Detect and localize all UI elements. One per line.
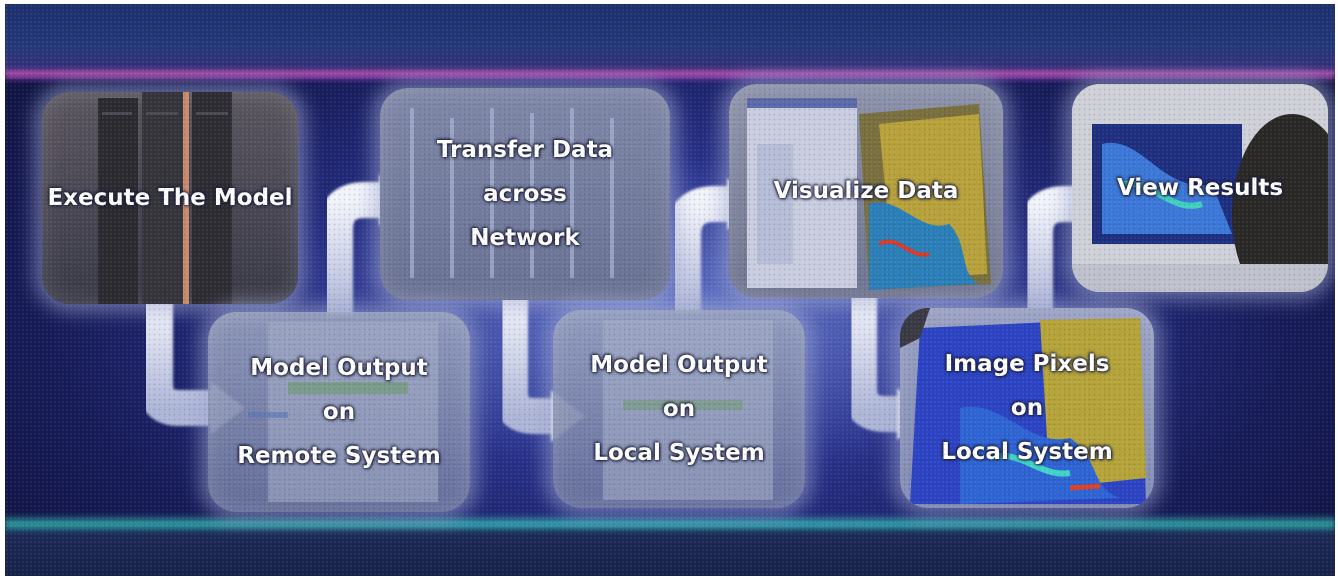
map-visualization-icon	[747, 98, 991, 290]
step-local-output: Model Output on Local System	[553, 310, 805, 508]
server-rack-icon	[98, 92, 232, 304]
step-view-results: View Results	[1072, 84, 1328, 292]
bottom-band	[5, 528, 1335, 576]
step-label: Model Output on Remote System	[208, 346, 470, 478]
label-line: Visualize Data	[773, 178, 959, 204]
step-label: Visualize Data	[729, 169, 1003, 213]
label-line: Remote System	[237, 443, 441, 469]
label-line: Local System	[941, 439, 1113, 465]
step-label: Transfer Data across Network	[380, 128, 670, 260]
label-line: Execute The Model	[47, 185, 293, 211]
window-screenshot-icon	[603, 320, 773, 500]
step-image-pixels: Image Pixels on Local System	[900, 308, 1154, 508]
monitor-icon	[1072, 84, 1328, 292]
top-band	[5, 4, 1335, 74]
step-visualize-data: Visualize Data	[729, 84, 1003, 298]
pixel-map-icon	[900, 308, 1146, 504]
step-label: Execute The Model	[42, 176, 298, 220]
network-panel-icon	[410, 108, 614, 278]
label-line: Local System	[593, 440, 765, 466]
step-remote-output: Model Output on Remote System	[208, 312, 470, 512]
label-line: on	[1010, 395, 1044, 421]
step-label: View Results	[1072, 166, 1328, 210]
step-transfer-data: Transfer Data across Network	[380, 88, 670, 300]
label-line: Model Output	[590, 352, 768, 378]
diagram-canvas: Execute The Model Transfer Data across N…	[5, 4, 1335, 576]
label-line: Transfer Data	[436, 137, 614, 163]
label-line: on	[662, 396, 696, 422]
label-line: View Results	[1116, 175, 1284, 201]
label-line: Network	[470, 225, 580, 251]
step-label: Image Pixels on Local System	[900, 342, 1154, 474]
label-line: on	[322, 399, 356, 425]
label-line: across	[483, 181, 567, 207]
step-label: Model Output on Local System	[553, 343, 805, 475]
label-line: Image Pixels	[944, 351, 1110, 377]
step-execute-model: Execute The Model	[42, 92, 298, 304]
label-line: Model Output	[250, 355, 428, 381]
window-screenshot-icon	[248, 322, 438, 502]
